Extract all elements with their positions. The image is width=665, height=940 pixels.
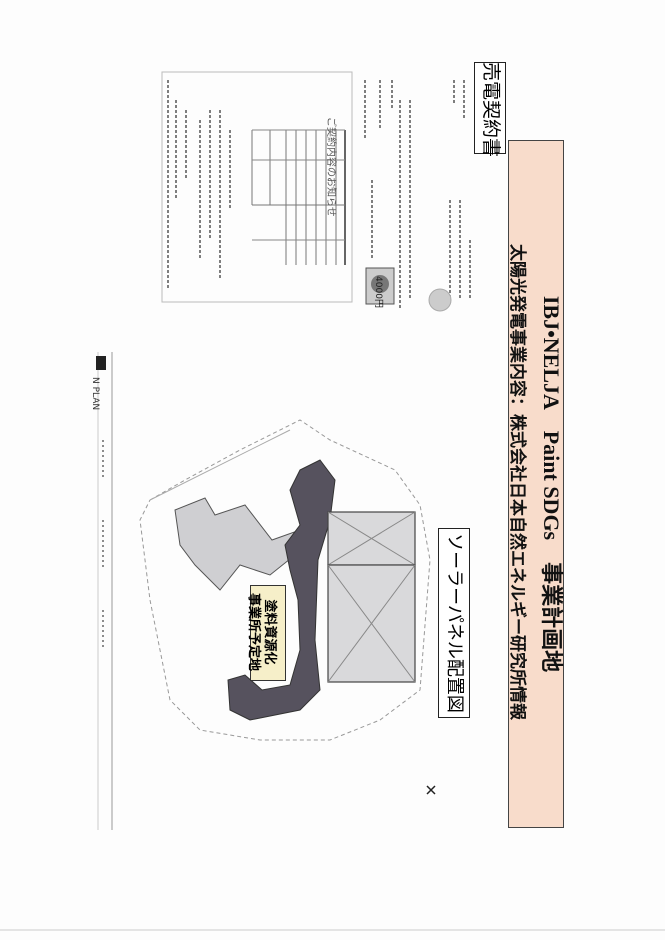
- contract-border: [161, 71, 353, 303]
- site-label-line2: 事業所予定地: [246, 592, 261, 671]
- header-band: IBJ•NELJA Paint SDGs 事業計画地 太陽光発電事業内容：株式会…: [507, 140, 564, 828]
- contract-document: [161, 71, 471, 312]
- solar-roof-2: [327, 564, 416, 683]
- solar-layout-label: ソーラーパネル配置図: [444, 533, 465, 713]
- site-label-box: 塗料資源化 事業所予定地: [246, 585, 286, 681]
- page-title: IBJ•NELJA Paint SDGs 事業計画地: [539, 295, 564, 673]
- contract-label-box: 売電契約書: [474, 62, 506, 158]
- contract-notice-title: ご契約内容のお知らせ: [325, 117, 336, 217]
- site-plan: [96, 352, 436, 830]
- seal-stamp: [428, 288, 452, 312]
- north-mark-icon: [426, 785, 436, 795]
- page-subtitle: 太陽光発電事業内容：株式会社日本自然エネルギー研究所情報: [507, 244, 527, 720]
- site-area: [227, 459, 336, 721]
- site-label-line1: 塗料資源化: [262, 599, 277, 665]
- contract-label: 売電契約書: [480, 62, 502, 158]
- plan-logo: [96, 356, 106, 370]
- solar-layout-label-box: ソーラーパネル配置図: [438, 528, 470, 718]
- building-footprint: [174, 497, 301, 591]
- solar-roof-1: [327, 511, 416, 566]
- stamp-value: 4000円: [373, 276, 383, 308]
- plan-title: N PLAN: [90, 377, 100, 411]
